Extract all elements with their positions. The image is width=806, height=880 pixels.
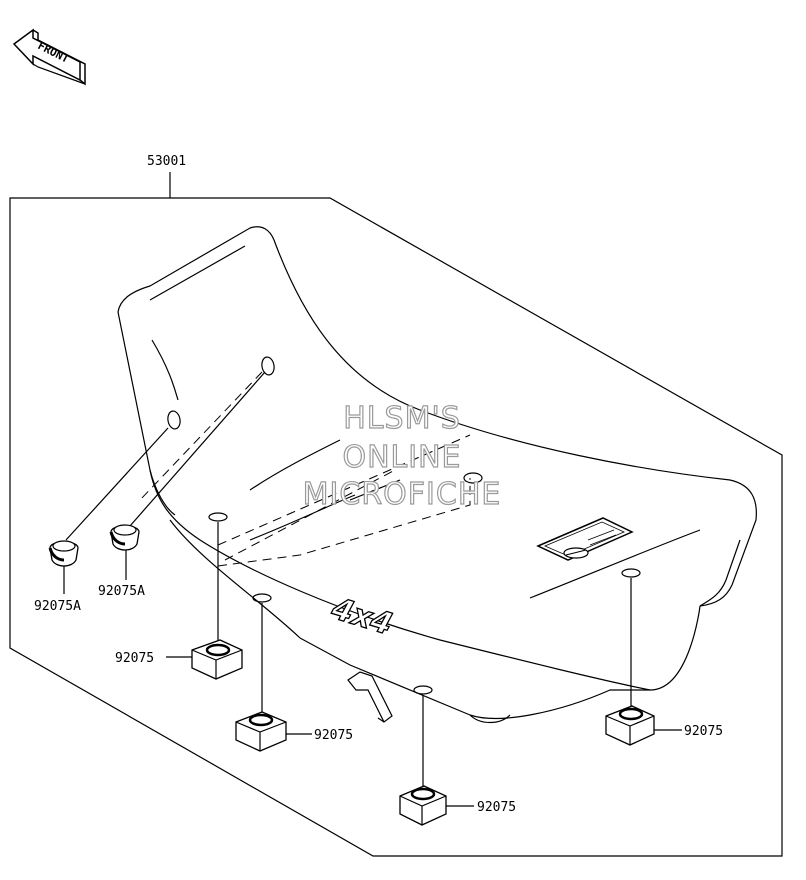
callout-damper-middle[interactable]: 92075 <box>314 728 353 743</box>
callout-damper-rear-right[interactable]: 92075 <box>684 724 723 739</box>
seat-body: 4x4 <box>117 226 757 724</box>
grommet-icon[interactable] <box>109 524 140 551</box>
damper-icon[interactable] <box>399 785 447 826</box>
assembly-frame <box>9 197 783 857</box>
seat-logo: 4x4 <box>327 591 397 643</box>
callout-damper-front-left[interactable]: 92075 <box>115 651 154 666</box>
leader-lines <box>63 371 682 807</box>
watermark-line-2: ONLINE <box>342 440 461 475</box>
mounting-holes <box>167 356 641 695</box>
callout-grommet-right[interactable]: 92075A <box>98 584 145 599</box>
warning-label-plate <box>536 517 634 561</box>
watermark-line-1: HLSM'S <box>343 401 461 436</box>
watermark: HLSM'S ONLINE MICROFICHE <box>302 400 502 512</box>
callout-damper-rear-center[interactable]: 92075 <box>477 800 516 815</box>
hidden-edges <box>139 371 471 567</box>
grommet-icon[interactable] <box>48 540 79 567</box>
damper-icon[interactable] <box>605 705 655 746</box>
damper-icon[interactable] <box>191 639 243 680</box>
damper-icon[interactable] <box>235 711 287 752</box>
front-arrow-icon: FRONT <box>12 28 86 86</box>
assembly-part-number[interactable]: 53001 <box>147 154 186 169</box>
callout-grommet-left[interactable]: 92075A <box>34 599 81 614</box>
watermark-line-3: MICROFICHE <box>303 477 502 512</box>
